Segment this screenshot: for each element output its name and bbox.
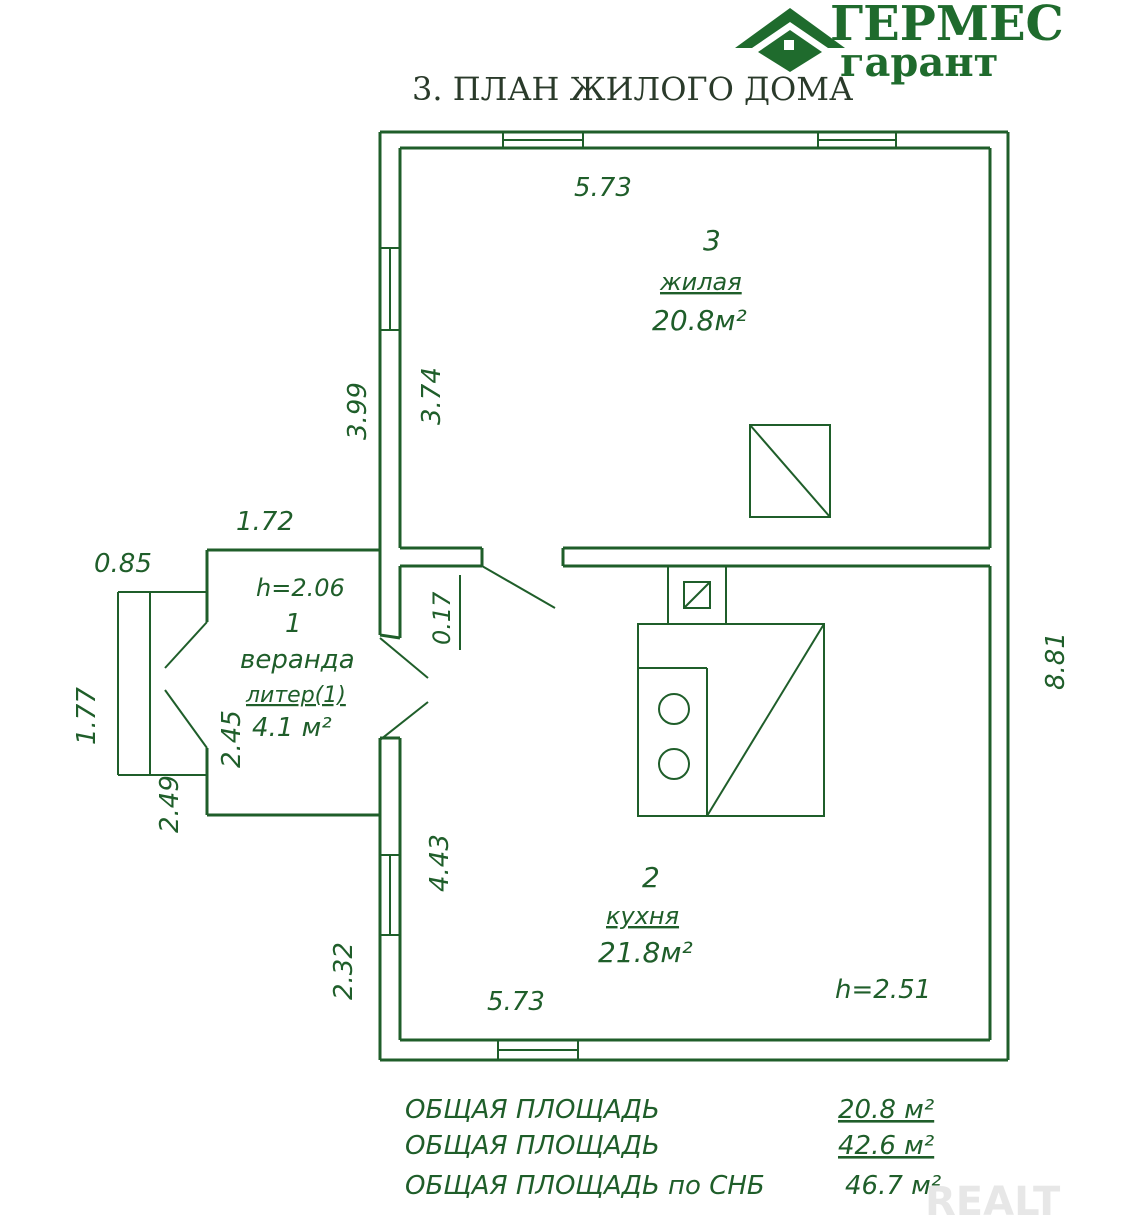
room-note: литер(1) <box>245 683 346 708</box>
logo-line2: гарант <box>840 39 998 86</box>
dim-veranda-outer: 2.49 <box>155 775 185 833</box>
room-number: 2 <box>642 861 660 894</box>
logo-roof-swoosh-icon <box>758 30 822 72</box>
burner-icon <box>658 693 690 725</box>
dim-kitchen-inner: 4.43 <box>425 834 455 892</box>
dim-veranda-width: 1.72 <box>236 507 294 537</box>
dim-living-inner: 3.74 <box>417 367 447 425</box>
dim-veranda-depth: 0.85 <box>94 549 152 579</box>
plan-title: 3. ПЛАН ЖИЛОГО ДОМА <box>412 70 853 108</box>
window-bottom <box>497 1039 579 1061</box>
window-left-upper <box>379 247 401 331</box>
room-1-label: h=2.06 1 веранда литер(1) 4.1 м² <box>240 574 355 743</box>
total-label: ОБЩАЯ ПЛОЩАДЬ <box>405 1095 660 1125</box>
windows <box>379 131 897 1061</box>
watermark: REALT <box>925 1179 1061 1225</box>
veranda-walls <box>117 548 429 817</box>
total-value: 20.8 м² <box>838 1095 934 1125</box>
veranda-height: h=2.06 <box>256 574 345 602</box>
logo-line1: ГЕРМЕС <box>830 0 1064 52</box>
logo: ГЕРМЕС гарант <box>735 0 1064 86</box>
stove-symbol <box>637 623 825 817</box>
total-value: 46.7 м² <box>845 1171 941 1201</box>
house-logo-icon <box>735 8 845 48</box>
room-area: 20.8м² <box>652 304 747 337</box>
room-name: кухня <box>606 902 679 930</box>
room-number: 3 <box>703 224 721 257</box>
room-area: 21.8м² <box>598 936 693 969</box>
window-top-right <box>817 131 897 149</box>
dim-partition: 0.17 <box>428 591 456 645</box>
chimney-symbol <box>667 565 727 625</box>
dim-veranda-inner: 2.45 <box>217 710 247 768</box>
door-swing-line <box>481 565 556 609</box>
area-totals: ОБЩАЯ ПЛОЩАДЬ 20.8 м² ОБЩАЯ ПЛОЩАДЬ 42.6… <box>405 1095 941 1201</box>
dimensions: 5.73 5.73 1.72 0.85 8.81 3.99 3.74 0.17 … <box>72 173 1071 1017</box>
total-value: 42.6 м² <box>838 1131 934 1161</box>
room-name: жилая <box>659 268 742 296</box>
dim-living-outer: 3.99 <box>343 382 373 440</box>
wardrobe-symbol <box>749 424 831 518</box>
burner-icon <box>658 748 690 780</box>
total-label: ОБЩАЯ ПЛОЩАДЬ <box>405 1131 660 1161</box>
window-left-lower <box>379 854 401 936</box>
total-label: ОБЩАЯ ПЛОЩАДЬ по СНБ <box>405 1171 765 1201</box>
dim-overall-length: 8.81 <box>1041 632 1071 690</box>
room-name: веранда <box>240 645 355 675</box>
room-3-label: 3 жилая 20.8м² <box>652 224 747 337</box>
room-2-label: 2 кухня 21.8м² <box>598 861 693 969</box>
kitchen-height: h=2.51 <box>835 975 931 1005</box>
dim-bottom-width: 5.73 <box>487 987 545 1017</box>
dim-kitchen-lower: 2.32 <box>329 942 359 1000</box>
logo-window-icon <box>784 40 794 50</box>
dim-top-width: 5.73 <box>574 173 632 203</box>
dim-porch-length: 1.77 <box>72 687 102 745</box>
room-number: 1 <box>285 609 302 639</box>
room-area: 4.1 м² <box>252 713 332 743</box>
window-top-left <box>502 131 584 149</box>
